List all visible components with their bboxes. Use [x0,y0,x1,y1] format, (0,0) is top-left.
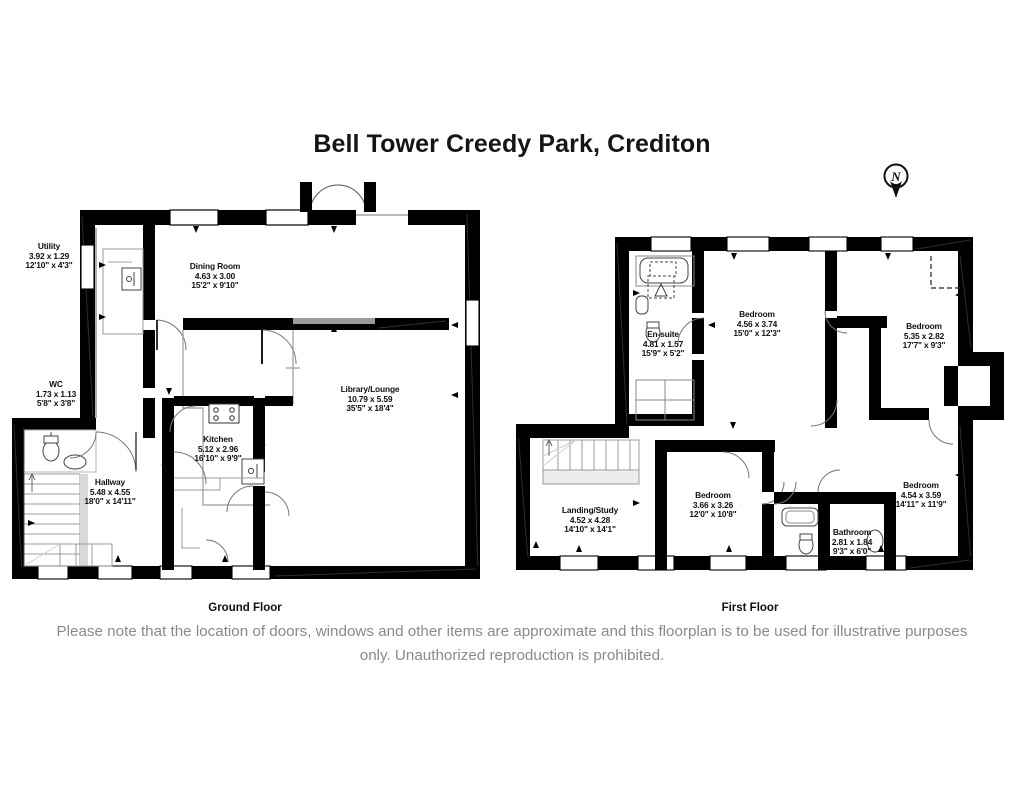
room-metric: 3.92 x 1.29 [28,250,70,261]
room-imperial: 17'7" x 9'3" [902,340,946,351]
room-label-bedroom-master: Bedroom 4.56 x 3.74 15'0" x 12'3" [710,309,804,339]
disclaimer-line-1: Please note that the location of doors, … [56,623,901,640]
room-label-bathroom: Bathroom 2.81 x 1.84 9'3" x 6'0" [808,527,896,557]
room-name: Library/Lounge [340,384,400,394]
room-metric: 4.54 x 3.59 [900,489,942,500]
room-imperial: 15'2" x 9'10" [191,280,239,291]
room-metric: 5.12 x 2.96 [197,443,239,454]
first-floor-caption: First Floor [721,602,779,614]
room-imperial: 18'0" x 14'11" [84,496,136,507]
room-name: Bedroom [903,480,939,490]
room-metric: 4.52 x 4.28 [569,514,611,525]
room-name: Landing/Study [561,505,619,515]
room-label-dining-room: Dining Room 4.63 x 3.00 15'2" x 9'10" [165,261,265,291]
room-metric: 5.35 x 2.82 [903,330,945,341]
room-name: Bedroom [695,490,731,500]
room-metric: 4.56 x 3.74 [736,318,778,329]
room-imperial: 16'10" x 9'9" [194,453,242,464]
room-name: Kitchen [203,434,233,444]
room-label-bedroom-top-right: Bedroom 5.35 x 2.82 17'7" x 9'3" [878,321,970,351]
disclaimer-line-2: purposes only. Unauthorized reproduction… [359,623,968,664]
room-name: Utility [37,241,61,251]
room-label-hallway: Hallway 5.48 x 4.55 18'0" x 14'11" [62,477,158,507]
room-imperial: 35'5" x 18'4" [346,403,394,414]
ground-floor-caption: Ground Floor [208,602,282,614]
room-label-bedroom-centre: Bedroom 3.66 x 3.26 12'0" x 10'8" [667,490,759,520]
page-title: Bell Tower Creedy Park, Crediton [313,130,711,158]
room-name: En-suite [647,329,679,339]
north-compass-icon: N [879,163,913,205]
room-imperial: 5'8" x 3'8" [36,398,76,409]
room-imperial: 15'0" x 12'3" [733,328,781,339]
disclaimer-text: Please note that the location of doors, … [52,620,972,668]
room-imperial: 15'9" x 5'2" [641,348,685,359]
room-metric: 10.79 x 5.59 [347,393,393,404]
room-label-library-lounge: Library/Lounge 10.79 x 5.59 35'5" x 18'4… [318,384,422,414]
room-metric: 3.66 x 3.26 [692,499,734,510]
room-label-en-suite: En-suite 4.81 x 1.57 15'9" x 5'2" [623,329,703,359]
room-imperial: 12'10" x 4'3" [25,260,73,271]
room-name: Bathroom [832,527,872,537]
room-label-utility: Utility 3.92 x 1.29 12'10" x 4'3" [10,241,88,271]
room-metric: 5.48 x 4.55 [89,486,131,497]
room-name: Bedroom [739,309,775,319]
room-metric: 1.73 x 1.13 [35,388,77,399]
room-imperial: 14'10" x 14'1" [564,524,616,535]
room-name: Bedroom [906,321,942,331]
room-label-kitchen: Kitchen 5.12 x 2.96 16'10" x 9'9" [170,434,266,464]
room-name: Dining Room [189,261,241,271]
room-imperial: 14'11" x 11'9" [895,499,947,510]
room-imperial: 9'3" x 6'0" [832,546,872,557]
room-name: WC [49,379,63,389]
room-metric: 4.63 x 3.00 [194,270,236,281]
room-label-bedroom-bottom-right: Bedroom 4.54 x 3.59 14'11" x 11'9" [875,480,967,510]
room-imperial: 12'0" x 10'8" [689,509,737,520]
room-metric: 2.81 x 1.84 [831,536,873,547]
svg-text:N: N [890,169,901,184]
room-label-wc: WC 1.73 x 1.13 5'8" x 3'8" [20,379,92,409]
room-name: Hallway [94,477,126,487]
room-metric: 4.81 x 1.57 [642,338,684,349]
room-label-landing-study: Landing/Study 4.52 x 4.28 14'10" x 14'1" [540,505,640,535]
